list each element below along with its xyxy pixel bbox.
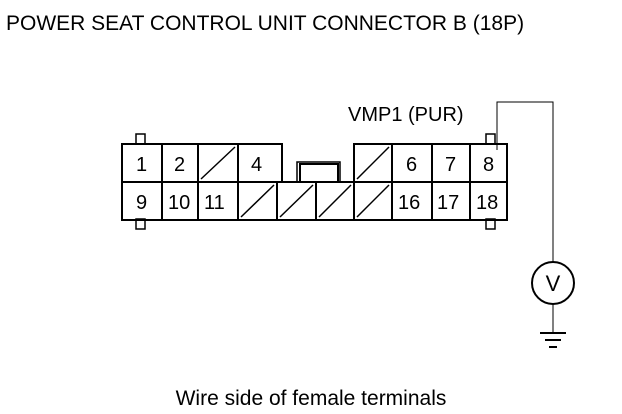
wire-label: VMP1 (PUR) bbox=[348, 104, 464, 126]
test-lead-wire bbox=[496, 101, 554, 262]
connector-body: 1 2 4 6 7 8 9 10 11 16 17 18 bbox=[121, 133, 508, 230]
pin-label: 2 bbox=[174, 154, 185, 176]
pin-label: 17 bbox=[437, 192, 459, 214]
bottom-row-pins: 9 10 11 16 17 18 bbox=[136, 192, 498, 214]
pin-label: 16 bbox=[398, 192, 420, 214]
pin-label: 10 bbox=[168, 192, 190, 214]
left-latch bbox=[135, 133, 146, 145]
voltmeter-symbol: V bbox=[546, 271, 561, 296]
center-key bbox=[296, 161, 341, 182]
diagram-title: POWER SEAT CONTROL UNIT CONNECTOR B (18P… bbox=[6, 12, 524, 35]
pin-label: 4 bbox=[251, 154, 262, 176]
top-row-pins: 1 2 4 6 7 8 bbox=[136, 154, 494, 176]
cell-dividers bbox=[161, 144, 471, 220]
empty-cavity-slashes bbox=[200, 146, 390, 218]
voltmeter: V bbox=[531, 261, 575, 305]
pin-label: 7 bbox=[445, 154, 456, 176]
pin-label: 9 bbox=[136, 192, 147, 214]
diagram-caption: Wire side of female terminals bbox=[176, 387, 447, 410]
pin-label: 6 bbox=[406, 154, 417, 176]
pin-label: 8 bbox=[483, 154, 494, 176]
pin-label: 18 bbox=[476, 192, 498, 214]
ground-icon bbox=[540, 304, 566, 348]
pin-label: 1 bbox=[136, 154, 147, 176]
pin-label: 11 bbox=[204, 192, 225, 214]
right-latch-top bbox=[485, 133, 496, 145]
